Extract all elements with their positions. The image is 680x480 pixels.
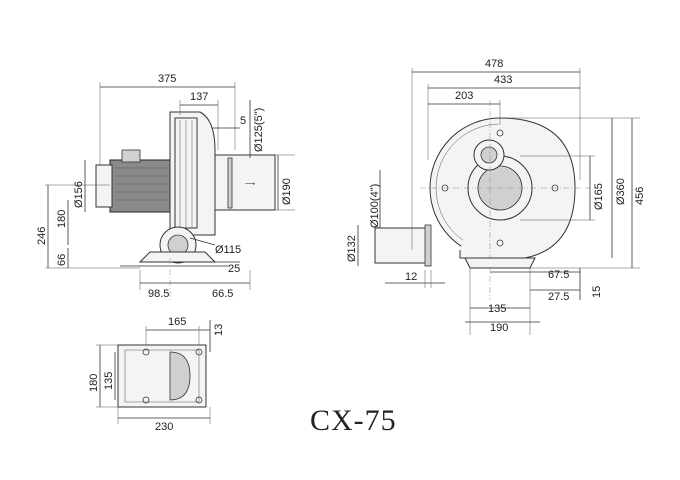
outlet-flange <box>227 157 233 209</box>
dim-360: Ø360 <box>615 178 627 205</box>
dim-165: Ø165 <box>593 183 605 210</box>
base-plate <box>117 344 207 408</box>
top-view: 165 13 180 135 230 <box>88 316 225 433</box>
dim-156: Ø156 <box>73 181 85 208</box>
dim-135: 135 <box>488 303 506 315</box>
motor-body <box>109 159 171 213</box>
dim-125: Ø125(5") <box>253 108 265 152</box>
dim-190-base: 190 <box>490 322 508 334</box>
dim-15: 15 <box>591 286 603 298</box>
dim-456: 456 <box>634 187 646 205</box>
front-outlet-flange <box>424 224 432 267</box>
base-cutout <box>169 351 191 401</box>
dim-66-5: 66.5 <box>212 288 233 300</box>
svg-text:⟶: ⟶ <box>245 181 255 188</box>
front-base <box>464 257 536 269</box>
front-view: 478 433 203 Ø165 Ø360 456 Ø100(4") Ø132 … <box>346 58 646 335</box>
motor-endcap <box>95 164 113 208</box>
dim-25: 25 <box>228 263 240 275</box>
dim-137: 137 <box>190 91 208 103</box>
dim-135-top: 135 <box>103 372 115 390</box>
side-view: ⟶ 375 137 5 Ø125(5") Ø190 Ø156 <box>36 73 295 300</box>
dim-13: 13 <box>213 324 225 336</box>
dim-12: 12 <box>405 271 417 283</box>
dim-180-top: 180 <box>88 374 100 392</box>
dim-230: 230 <box>155 421 173 433</box>
dim-66: 66 <box>56 254 68 266</box>
dim-433: 433 <box>494 74 512 86</box>
dim-165-top: 165 <box>168 316 186 328</box>
front-outlet-pipe <box>374 227 431 264</box>
dim-375: 375 <box>158 73 176 85</box>
terminal-box <box>121 149 141 163</box>
dim-100: Ø100(4") <box>369 184 381 228</box>
dim-478: 478 <box>485 58 503 70</box>
dim-5: 5 <box>240 115 246 127</box>
dim-67-5: 67.5 <box>548 269 569 281</box>
model-label: CX-75 <box>310 404 397 437</box>
base-foot <box>138 251 217 263</box>
dim-132: Ø132 <box>346 235 358 262</box>
dim-115: Ø115 <box>215 244 241 256</box>
dim-98-5: 98.5 <box>148 288 169 300</box>
dim-190: Ø190 <box>281 178 293 205</box>
outlet-pipe <box>214 154 276 211</box>
dim-203: 203 <box>455 90 473 102</box>
dim-27-5: 27.5 <box>548 291 569 303</box>
dim-180: 180 <box>56 210 68 228</box>
dim-246: 246 <box>36 227 48 245</box>
